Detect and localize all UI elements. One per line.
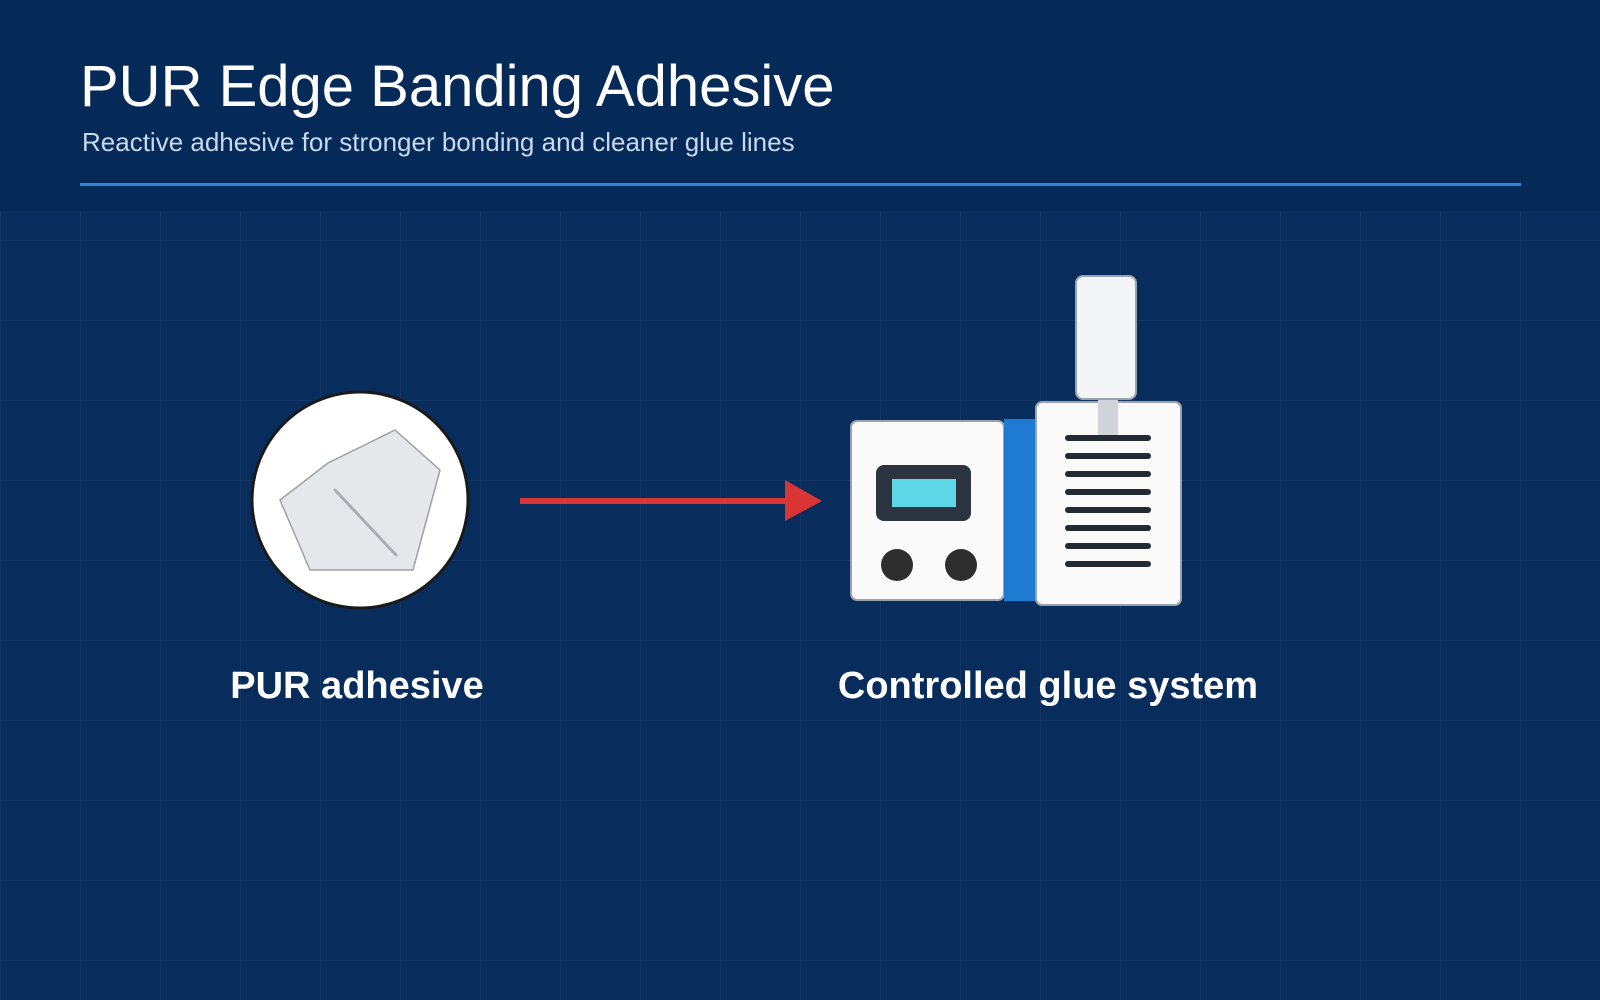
glue-machine-icon — [850, 275, 1182, 606]
arrow-head — [785, 480, 822, 521]
display-screen — [892, 479, 956, 507]
page-subtitle: Reactive adhesive for stronger bonding a… — [82, 127, 795, 157]
hopper-neck — [1098, 396, 1118, 436]
vent-slots — [1065, 435, 1151, 567]
glue-system-label: Controlled glue system — [837, 665, 1259, 707]
header-divider — [80, 183, 1521, 186]
adhesive-pellet — [279, 429, 441, 571]
hopper — [1075, 275, 1137, 400]
control-knob-left — [881, 549, 913, 581]
adhesive-granule-icon — [250, 390, 470, 610]
control-knob-right — [945, 549, 977, 581]
page-title: PUR Edge Banding Adhesive — [80, 54, 835, 119]
adhesive-pellet-highlight — [333, 488, 398, 557]
adhesive-label: PUR adhesive — [230, 665, 484, 707]
arrow-right-icon — [520, 480, 822, 521]
machine-connector — [1004, 419, 1037, 601]
header-band: PUR Edge Banding Adhesive Reactive adhes… — [0, 0, 1600, 211]
